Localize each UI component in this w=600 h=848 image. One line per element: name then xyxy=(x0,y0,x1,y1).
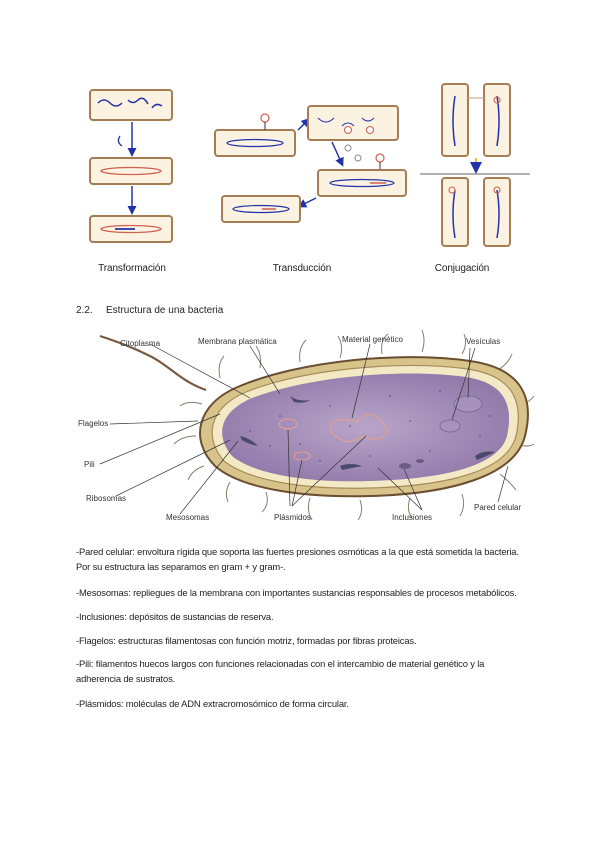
caption-transduction: Transducción xyxy=(252,263,352,274)
definition-plasmids: -Plásmidos: moléculas de ADN extracromos… xyxy=(76,696,526,711)
label-ribosomes: Ribosomas xyxy=(86,494,126,503)
gene-transfer-figure xyxy=(80,78,530,258)
conjugation-diagram xyxy=(420,84,530,246)
caption-conjugation: Conjugación xyxy=(412,263,512,274)
label-plasmids: Plásmidos xyxy=(274,513,311,522)
definition-pili: -Pili: filamentos huecos largos con func… xyxy=(76,656,526,686)
label-mesosomes: Mesosomas xyxy=(166,513,209,522)
transformation-diagram xyxy=(90,90,172,242)
definition-flagella: -Flagelos: estructuras filamentosas con … xyxy=(76,633,526,648)
caption-transformation: Transformación xyxy=(82,263,182,274)
label-inclusions: Inclusiones xyxy=(392,513,432,522)
vesicle xyxy=(440,420,460,432)
label-vesicles: Vesículas xyxy=(466,337,500,346)
definition-cell-wall: -Pared celular: envoltura rígida que sop… xyxy=(76,544,526,574)
section-number: 2.2. xyxy=(76,305,106,316)
section-title: Estructura de una bacteria xyxy=(106,305,223,316)
section-heading: 2.2.Estructura de una bacteria xyxy=(76,305,223,316)
definition-inclusions: -Inclusiones: depósitos de sustancias de… xyxy=(76,609,526,624)
transduction-diagram xyxy=(215,106,406,222)
vesicle xyxy=(454,396,482,412)
label-flagella: Flagelos xyxy=(78,419,108,428)
definition-mesosomes: -Mesosomas: repliegues de la membrana co… xyxy=(76,585,526,600)
label-genetic-material: Material genético xyxy=(342,335,403,344)
label-cytoplasm: Citoplasma xyxy=(120,339,161,348)
label-pili: Pili xyxy=(84,460,95,469)
bacterium-diagram: Citoplasma Membrana plasmática Material … xyxy=(70,326,540,526)
label-membrane: Membrana plasmática xyxy=(198,337,277,346)
label-cell-wall: Pared celular xyxy=(474,503,521,512)
